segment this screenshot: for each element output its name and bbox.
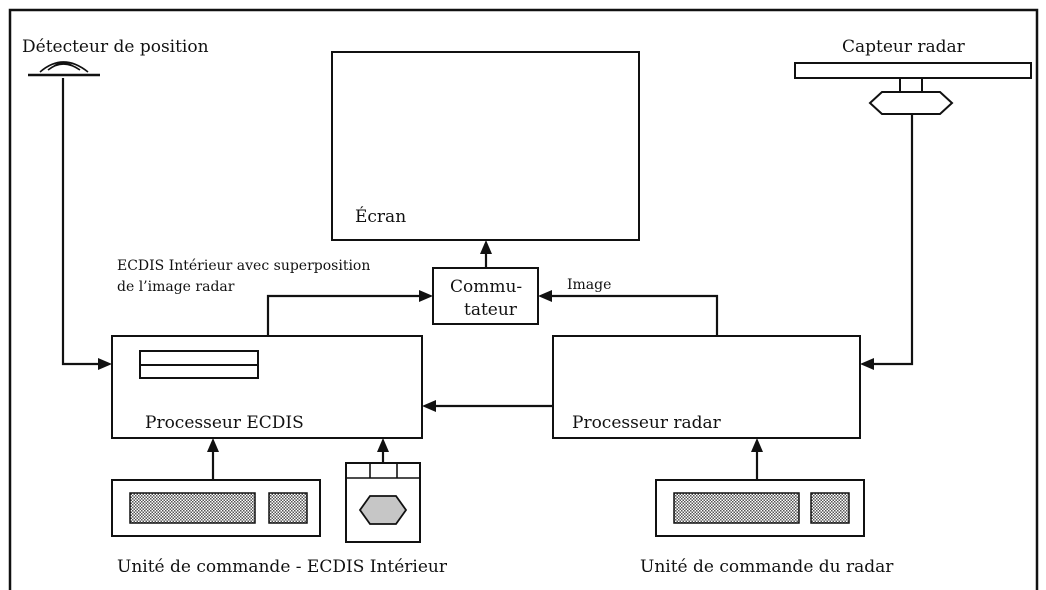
ecdis-processor-label: Processeur ECDIS — [145, 413, 304, 433]
arrowhead — [480, 240, 492, 254]
overlay-note-line1: ECDIS Intérieur avec superposition — [117, 258, 370, 274]
screen-label: Écran — [355, 206, 406, 227]
arrowhead — [422, 400, 436, 412]
radar-to-switch-link — [550, 294, 719, 336]
arrowhead — [98, 358, 112, 370]
arrowhead — [207, 438, 219, 452]
overlay-note-line2: de l’image radar — [117, 279, 235, 295]
image-label: Image — [567, 277, 611, 293]
position-sensor-label: Détecteur de position — [22, 37, 209, 57]
screen-box — [331, 51, 640, 241]
arrowhead — [377, 438, 389, 452]
radar-antenna-icon — [794, 62, 1032, 115]
radar-processor-box — [552, 335, 861, 439]
position-sensor-link — [61, 78, 100, 366]
radar-processor-label: Processeur radar — [572, 413, 722, 433]
radar-sensor-link — [872, 114, 914, 366]
ecdis-control-unit-label: Unité de commande - ECDIS Intérieur — [117, 557, 448, 577]
arrowhead — [538, 290, 552, 302]
arrowhead — [751, 438, 763, 452]
trackball-icon — [345, 462, 421, 543]
radar-sensor-label: Capteur radar — [842, 37, 966, 57]
switch-label-line1: Commu- — [450, 277, 522, 297]
arrowhead — [419, 290, 433, 302]
arrowhead — [860, 358, 874, 370]
ecdis-to-switch-link — [266, 294, 421, 336]
radar-control-unit-label: Unité de commande du radar — [640, 557, 894, 577]
switch-label-line2: tateur — [464, 300, 518, 320]
position-sensor-icon — [28, 61, 100, 77]
radar-keyboard-icon — [655, 479, 865, 537]
ecdis-keyboard-icon — [111, 479, 321, 537]
diagram-frame — [8, 8, 1039, 590]
